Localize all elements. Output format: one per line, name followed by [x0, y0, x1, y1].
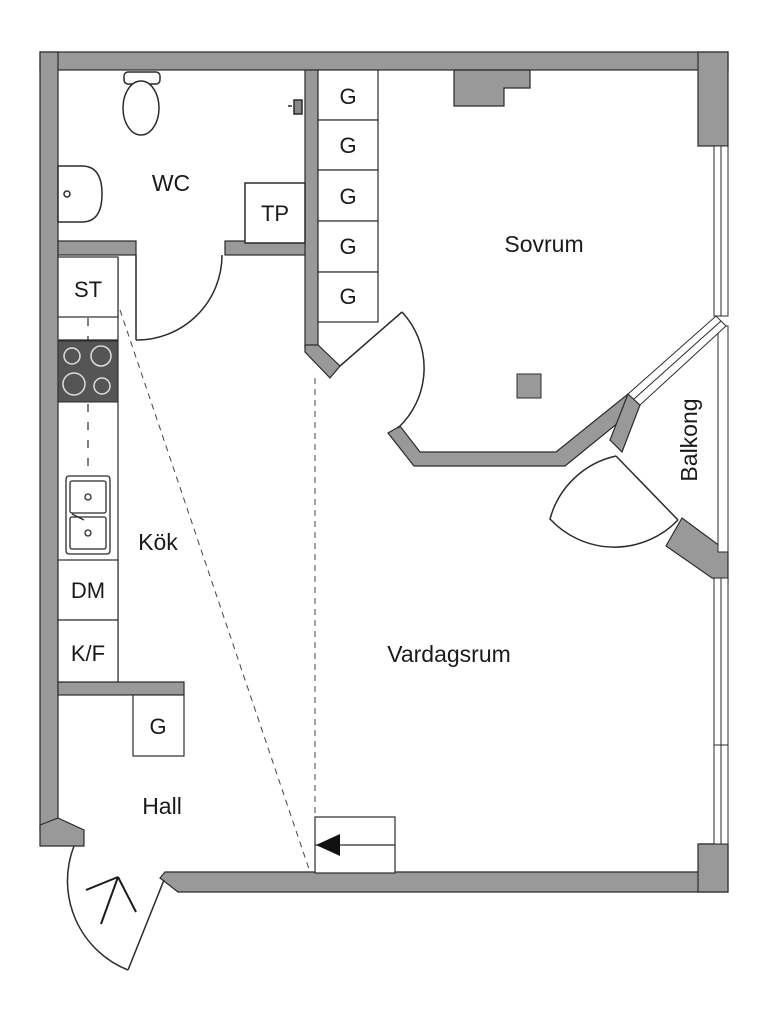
room-label-vardagsrum: Vardagsrum [387, 641, 511, 667]
wall-left-lower [39, 817, 85, 847]
walls [39, 51, 729, 893]
windows [627, 145, 729, 845]
stove [57, 340, 119, 403]
kitchen-counter [57, 256, 119, 683]
room-label-kok: Kök [138, 529, 178, 555]
wall-left-upper [39, 51, 59, 831]
burner-icon [90, 345, 112, 367]
sightlines [119, 309, 316, 873]
hall-wardrobe-label: G [149, 714, 166, 739]
kitchen-sink [65, 475, 111, 555]
room-label-wc: WC [152, 170, 190, 196]
wc-fixtures [57, 71, 303, 223]
wardrobe-column [317, 69, 379, 323]
wardrobe-3-label: G [339, 184, 356, 209]
wall-wc-bottom-left [57, 240, 137, 256]
tp-label: TP [261, 201, 289, 226]
wardrobe-5 [317, 271, 379, 323]
dm-box [57, 559, 119, 621]
wardrobe-2-label: G [339, 133, 356, 158]
wardrobe-1-label: G [339, 84, 356, 109]
wall-wc-sovrum [304, 69, 319, 349]
wardrobe-3 [317, 169, 379, 222]
window-balcony-side [717, 325, 729, 553]
room-label-hall: Hall [142, 793, 182, 819]
wall-top [39, 51, 729, 71]
wc-door [135, 254, 223, 341]
wardrobe-5-label: G [339, 284, 356, 309]
entrance-door [66, 845, 165, 971]
wall-bottom [159, 843, 729, 893]
wall-right-upper [697, 51, 729, 147]
entrance-arrow-icon [85, 876, 137, 925]
burner-icon [93, 377, 111, 395]
bedroom-pillar [516, 373, 542, 399]
room-label-sovrum: Sovrum [504, 231, 583, 257]
wardrobe-2 [317, 119, 379, 171]
toilet-bowl [122, 80, 160, 136]
wall-sovrum-door-stub [304, 344, 341, 379]
panel-arrow-icon [316, 834, 340, 856]
burner-icon [62, 372, 86, 396]
wall-chimney [453, 69, 531, 107]
wc-sink [57, 165, 103, 223]
wall-sovrum-bottom [387, 393, 641, 467]
st-label: ST [74, 277, 102, 302]
st-cabinet [57, 256, 119, 318]
wall-kitchen-hall [57, 681, 185, 696]
wall-living-balcony [665, 517, 729, 583]
bedroom-door [339, 311, 425, 429]
tp-box [244, 182, 306, 244]
kf-box [57, 619, 119, 683]
room-label-balkong: Balkong [676, 398, 702, 481]
hall-wardrobe [132, 694, 185, 757]
burner-icon [63, 347, 81, 365]
wardrobe-1 [317, 69, 379, 121]
wardrobe-4 [317, 220, 379, 273]
kf-label: K/F [71, 641, 105, 666]
dm-label: DM [71, 578, 105, 603]
wardrobe-4-label: G [339, 234, 356, 259]
wc-faucet-icon [288, 99, 303, 115]
balcony-door [549, 455, 679, 548]
wall-right-lower [697, 843, 729, 893]
